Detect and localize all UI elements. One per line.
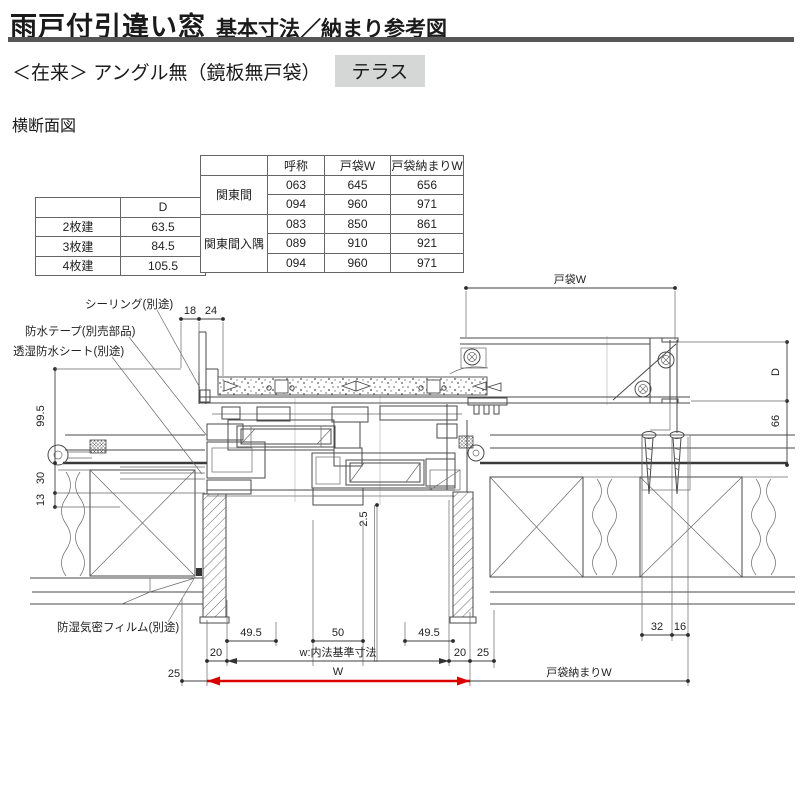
dim-13: 13 xyxy=(35,494,47,506)
dim-25-right: 25 xyxy=(477,647,489,659)
dim-49-5-b: 49.5 xyxy=(418,627,439,639)
d-table-value: 105.5 xyxy=(120,255,206,276)
dim-w-inner: w:内法基準寸法 xyxy=(299,645,377,659)
dim-20-right: 20 xyxy=(454,647,466,659)
dim-30: 30 xyxy=(35,472,47,484)
inner-sash xyxy=(311,447,456,506)
tobukuro-cell: 089 xyxy=(267,233,325,254)
cross-section-drawing: シーリング(別途) 防水テープ(別売部品) 透湿防水シート(別途) 防湿気密フィ… xyxy=(13,272,795,686)
d-table-row-label: 4枚建 xyxy=(35,255,121,276)
outer-sash xyxy=(227,419,361,451)
dim-tobukuro-osamari-w: 戸袋納まりW xyxy=(546,665,612,679)
d-table-value: 63.5 xyxy=(120,216,206,237)
d-table-value: 84.5 xyxy=(120,236,206,257)
d-table: D 2枚建 63.5 3枚建 84.5 4枚建 105.5 xyxy=(35,197,206,276)
right-pillar xyxy=(449,491,477,624)
dim-32: 32 xyxy=(651,621,663,633)
dim-bottom: 49.5 50 49.5 32 16 20 w:内法基準寸法 20 25 25 … xyxy=(168,437,690,686)
tobukuro-cell: 094 xyxy=(267,194,325,215)
dim-gap: 2.5 xyxy=(358,503,379,662)
dim-25-left: 25 xyxy=(168,668,180,680)
tobukuro-cell: 645 xyxy=(324,174,391,195)
shutter-pocket xyxy=(449,337,691,495)
frame-head xyxy=(198,331,502,423)
left-pillar xyxy=(196,493,230,624)
sill xyxy=(207,489,455,497)
dim-top: 18 24 戸袋W xyxy=(179,272,677,376)
tobukuro-group-label: 関東間 xyxy=(200,174,268,215)
title-rule xyxy=(8,37,794,42)
dim-18: 18 xyxy=(184,305,196,317)
dim-20-left: 20 xyxy=(210,647,222,659)
d-table-corner xyxy=(35,197,121,218)
callout-sheet: 透湿防水シート(別途) xyxy=(13,344,124,358)
long-screw-icon xyxy=(641,431,685,495)
tobukuro-header: 戸袋W xyxy=(324,155,391,176)
dim-66: 66 xyxy=(770,415,782,427)
d-table-row-label: 2枚建 xyxy=(35,216,121,237)
tobukuro-cell: 960 xyxy=(324,194,391,215)
section-label: 横断面図 xyxy=(12,118,77,135)
dim-2-5: 2.5 xyxy=(358,511,370,526)
tobukuro-cell: 921 xyxy=(390,233,464,254)
callout-film: 防湿気密フィルム(別途) xyxy=(57,620,179,634)
tobukuro-cell: 083 xyxy=(267,213,325,234)
tobukuro-cell: 656 xyxy=(390,174,464,195)
dim-16: 16 xyxy=(674,621,686,633)
callout-sealing: シーリング(別途) xyxy=(85,297,173,311)
left-wall xyxy=(30,434,207,605)
callout-tape: 防水テープ(別売部品) xyxy=(25,324,136,338)
tobukuro-cell: 960 xyxy=(324,252,391,273)
right-wall xyxy=(480,434,795,605)
tobukuro-corner xyxy=(200,155,268,176)
tobukuro-header: 呼称 xyxy=(267,155,325,176)
spec-row: ＜在来＞ アングル無（鏡板無戸袋） テラス xyxy=(12,55,426,87)
dim-24: 24 xyxy=(205,305,217,317)
tobukuro-cell: 971 xyxy=(390,252,464,273)
callouts: シーリング(別途) 防水テープ(別売部品) 透湿防水シート(別途) 防湿気密フィ… xyxy=(13,297,208,634)
dim-w: W xyxy=(333,666,344,678)
dim-tobukuro-w: 戸袋W xyxy=(554,272,587,286)
d-table-header: D xyxy=(120,197,206,218)
screw-icon xyxy=(463,348,675,398)
d-table-row-label: 3枚建 xyxy=(35,236,121,257)
spec-text: ＜在来＞ アングル無（鏡板無戸袋） xyxy=(12,62,321,84)
tobukuro-group-label: 関東間入隅 xyxy=(200,213,268,273)
tobukuro-cell: 861 xyxy=(390,213,464,234)
dim-depth-d: D xyxy=(770,368,782,376)
tobukuro-cell: 063 xyxy=(267,174,325,195)
title-sub: 基本寸法／納まり参考図 xyxy=(216,18,447,41)
tobukuro-cell: 971 xyxy=(390,194,464,215)
tobukuro-cell: 094 xyxy=(267,252,325,273)
left-jamb xyxy=(47,423,266,495)
dim-50: 50 xyxy=(332,627,344,639)
tobukuro-table: 呼称 戸袋W 戸袋納まりW 関東間 063 645 656 094 960 97… xyxy=(200,155,464,273)
tobukuro-cell: 910 xyxy=(324,233,391,254)
terrace-badge: テラス xyxy=(334,55,426,87)
dim-49-5-a: 49.5 xyxy=(240,627,261,639)
dim-99-5: 99.5 xyxy=(35,405,47,426)
dim-right: D 66 xyxy=(678,340,789,467)
right-jamb xyxy=(429,404,485,492)
tobukuro-header: 戸袋納まりW xyxy=(390,155,464,176)
dim-left: 99.5 30 13 xyxy=(35,367,205,509)
tobukuro-cell: 850 xyxy=(324,213,391,234)
